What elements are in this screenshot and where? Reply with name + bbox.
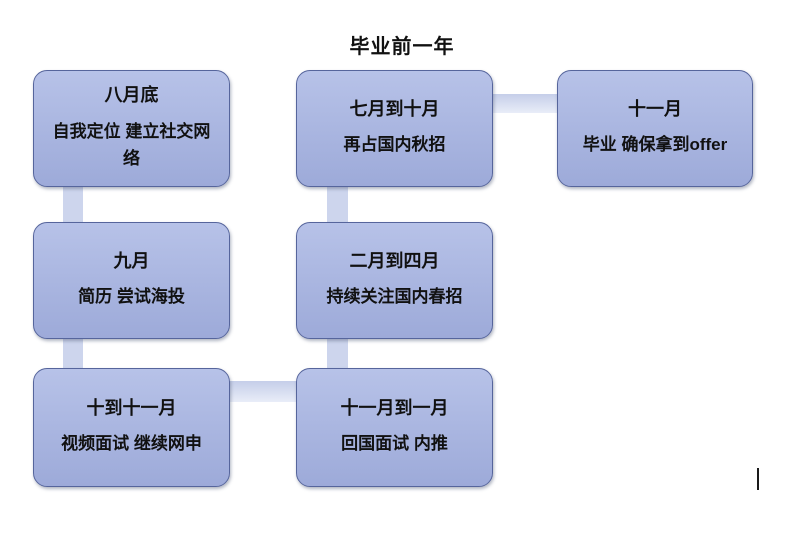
page-title: 毕业前一年 (349, 36, 455, 58)
box-period: 十一月到一月 (340, 397, 449, 418)
box-detail: 再占国内秋招 (343, 135, 446, 155)
connector-top-right (488, 94, 561, 113)
connector-bottom-row (224, 381, 300, 402)
text-caret (757, 468, 759, 490)
box-detail: 简历 尝试海投 (78, 287, 185, 307)
box-detail: 持续关注国内春招 (326, 287, 463, 307)
box-period: 二月到四月 (349, 250, 440, 271)
flow-box-february-april: 二月到四月 持续关注国内春招 (296, 222, 493, 339)
flow-box-september: 九月 简历 尝试海投 (33, 222, 230, 339)
flow-box-july-october: 七月到十月 再占国内秋招 (296, 70, 493, 187)
flow-box-november-graduation: 十一月 毕业 确保拿到offer (557, 70, 753, 187)
flow-box-october-november: 十到十一月 视频面试 继续网申 (33, 368, 230, 487)
box-detail: 自我定位 建立社交网络 (52, 121, 211, 168)
box-detail: 视频面试 继续网申 (61, 434, 202, 454)
box-period: 七月到十月 (349, 98, 440, 119)
box-period: 十到十一月 (86, 397, 177, 418)
flow-box-august: 八月底 自我定位 建立社交网络 (33, 70, 230, 187)
box-period: 十一月 (628, 98, 682, 119)
box-period: 八月底 (104, 85, 159, 106)
box-period: 九月 (113, 250, 150, 271)
box-detail: 回国面试 内推 (341, 434, 448, 454)
box-detail: 毕业 确保拿到offer (582, 135, 728, 155)
flow-box-november-january: 十一月到一月 回国面试 内推 (296, 368, 493, 487)
